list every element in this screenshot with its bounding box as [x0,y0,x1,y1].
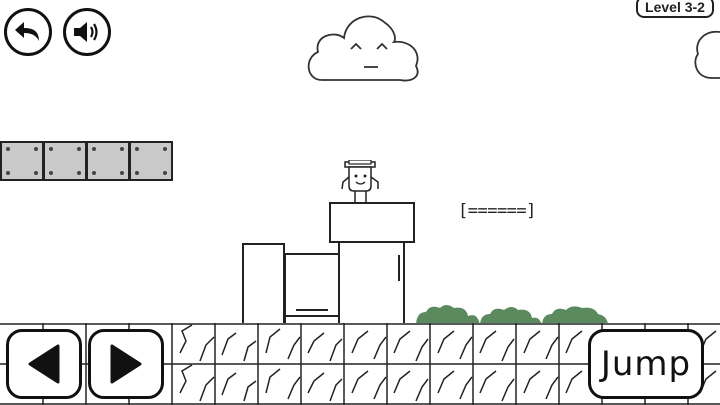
move-right-button[interactable] [88,329,164,399]
jump-label: Jump [600,344,692,384]
cloud-partial [694,30,720,79]
metal-block [0,141,44,181]
tall-block [242,243,285,325]
back-button[interactable] [4,8,52,56]
sound-button[interactable] [63,8,111,56]
metal-block [86,141,130,181]
door-block [338,241,405,325]
top-block [329,202,415,243]
move-left-button[interactable] [6,329,82,399]
speaker-icon [74,22,98,42]
middle-block [284,253,340,325]
right-arrow-icon [110,344,142,384]
smiling-cloud [307,15,419,82]
player-character [341,160,379,202]
metal-block [129,141,173,181]
left-arrow-icon [28,344,60,384]
level-indicator: Level 3-2 [636,0,714,18]
bracket-platform: [======] [458,201,536,221]
bushes [416,305,608,326]
metal-block-row [0,141,178,181]
jump-button[interactable]: Jump [588,329,704,399]
level-label: Level 3-2 [645,0,705,15]
metal-block [43,141,87,181]
back-arrow-icon [15,22,39,41]
door-handle [398,255,400,281]
